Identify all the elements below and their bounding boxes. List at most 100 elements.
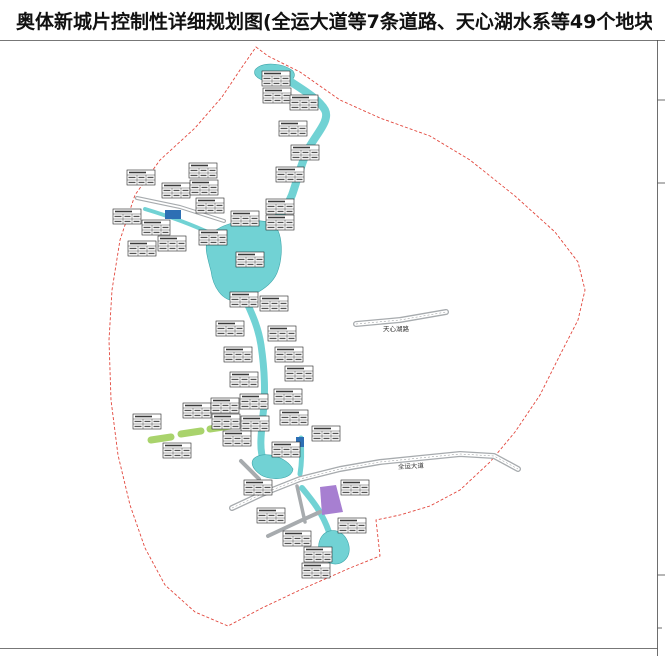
plot-table-header-mark — [164, 184, 181, 187]
plot-info-table — [273, 388, 303, 405]
plot-table-cell-mark — [294, 537, 301, 540]
plot-table-cell-mark — [232, 425, 239, 428]
plot-table-cell-mark — [280, 127, 288, 130]
west-road-carriageway — [136, 197, 225, 222]
plot-table-cell-mark — [296, 372, 303, 375]
plot-table-cell-mark — [216, 209, 223, 212]
plot-table-cell-mark — [339, 524, 347, 527]
map-frame — [0, 40, 665, 656]
plot-table-cell-mark — [269, 332, 277, 335]
plot-table-cell-mark — [291, 101, 299, 104]
plot-table-cell-mark — [242, 222, 249, 225]
plot-table-cell-mark — [267, 221, 275, 224]
plot-table-cell-mark — [159, 247, 167, 250]
plot-table-cell-mark — [286, 353, 293, 356]
plot-table-cell-mark — [143, 226, 151, 229]
plot-table-cell-mark — [267, 205, 275, 208]
plot-table-header-mark — [226, 348, 243, 351]
plot-info-table — [301, 562, 331, 579]
plot-table-cell-mark — [303, 574, 311, 577]
plot-table-cell-mark — [250, 303, 257, 306]
plot-table-cell-mark — [159, 242, 167, 245]
plot-table-cell-mark — [244, 353, 251, 356]
plot-table-cell-mark — [286, 210, 293, 213]
plot-table-cell-mark — [251, 400, 258, 403]
plot-table-cell-mark — [197, 209, 205, 212]
plot-table-cell-mark — [217, 327, 225, 330]
plot-table-cell-mark — [194, 414, 201, 417]
plot-table-header-mark — [285, 532, 302, 535]
plot-table-cell-mark — [300, 421, 307, 424]
plot-table-cell-mark — [225, 358, 233, 361]
plot-table-cell-mark — [261, 302, 269, 305]
plot-info-table — [230, 210, 260, 227]
plot-table-header-mark — [287, 367, 304, 370]
plot-info-table — [284, 365, 314, 382]
plot-table-cell-mark — [251, 217, 258, 220]
lower-river — [240, 292, 268, 466]
plot-table-cell-mark — [273, 453, 281, 456]
plot-table-cell-mark — [261, 427, 268, 430]
plot-info-table — [239, 393, 269, 410]
plot-table-cell-mark — [288, 332, 295, 335]
plot-info-table — [243, 479, 273, 496]
plot-table-cell-mark — [302, 156, 309, 159]
plot-table-cell-mark — [251, 405, 258, 408]
plot-table-cell-mark — [219, 241, 226, 244]
plot-table-cell-mark — [358, 524, 365, 527]
plot-table-header-mark — [278, 168, 295, 171]
plot-table-cell-mark — [173, 194, 180, 197]
plot-table-cell-mark — [153, 226, 160, 229]
plot-table-cell-mark — [139, 247, 146, 250]
plot-table-cell-mark — [292, 453, 299, 456]
plot-table-cell-mark — [250, 383, 257, 386]
plot-table-cell-mark — [200, 169, 207, 172]
plot-table-cell-mark — [178, 242, 185, 245]
planned-road-segment — [147, 433, 175, 444]
plot-table-header-mark — [218, 322, 235, 325]
plot-info-table — [303, 546, 333, 563]
plot-table-cell-mark — [201, 191, 208, 194]
plot-table-cell-mark — [264, 99, 272, 102]
planned-road-segment — [177, 427, 205, 438]
plot-table-cell-mark — [197, 204, 205, 207]
plot-table-cell-mark — [283, 453, 290, 456]
plot-table-cell-mark — [209, 169, 216, 172]
plot-table-cell-mark — [313, 574, 320, 577]
plot-table-cell-mark — [323, 437, 330, 440]
plot-table-cell-mark — [173, 189, 180, 192]
plot-table-cell-mark — [267, 226, 275, 229]
plot-table-cell-mark — [227, 332, 234, 335]
plot-table-cell-mark — [235, 358, 242, 361]
plot-table-header-mark — [115, 210, 132, 213]
plot-table-cell-mark — [164, 454, 172, 457]
local-road — [239, 459, 261, 481]
plot-table-cell-mark — [280, 307, 287, 310]
plot-table-cell-mark — [124, 220, 131, 223]
plot-table-header-mark — [225, 432, 242, 435]
plot-info-table — [279, 409, 309, 426]
plot-table-cell-mark — [241, 383, 248, 386]
plot-table-cell-mark — [300, 416, 307, 419]
plot-table-cell-mark — [285, 400, 292, 403]
plot-table-cell-mark — [164, 449, 172, 452]
plot-table-header-mark — [192, 181, 209, 184]
plot-info-table — [198, 229, 228, 246]
plot-table-cell-mark — [323, 432, 330, 435]
plot-table-cell-mark — [134, 425, 142, 428]
purple-plot — [320, 485, 343, 515]
plot-table-cell-mark — [231, 378, 239, 381]
plot-table-cell-mark — [324, 558, 331, 561]
plot-info-table — [271, 441, 301, 458]
plot-table-cell-mark — [352, 486, 359, 489]
plot-table-header-mark — [201, 231, 218, 234]
plot-table-cell-mark — [183, 449, 190, 452]
plot-table-cell-mark — [242, 422, 250, 425]
plot-table-header-mark — [262, 297, 279, 300]
plot-table-cell-mark — [174, 454, 181, 457]
plot-table-cell-mark — [269, 337, 277, 340]
plot-table-cell-mark — [169, 242, 176, 245]
plot-table-cell-mark — [242, 217, 249, 220]
plot-table-cell-mark — [296, 377, 303, 380]
plot-info-table — [210, 397, 240, 414]
